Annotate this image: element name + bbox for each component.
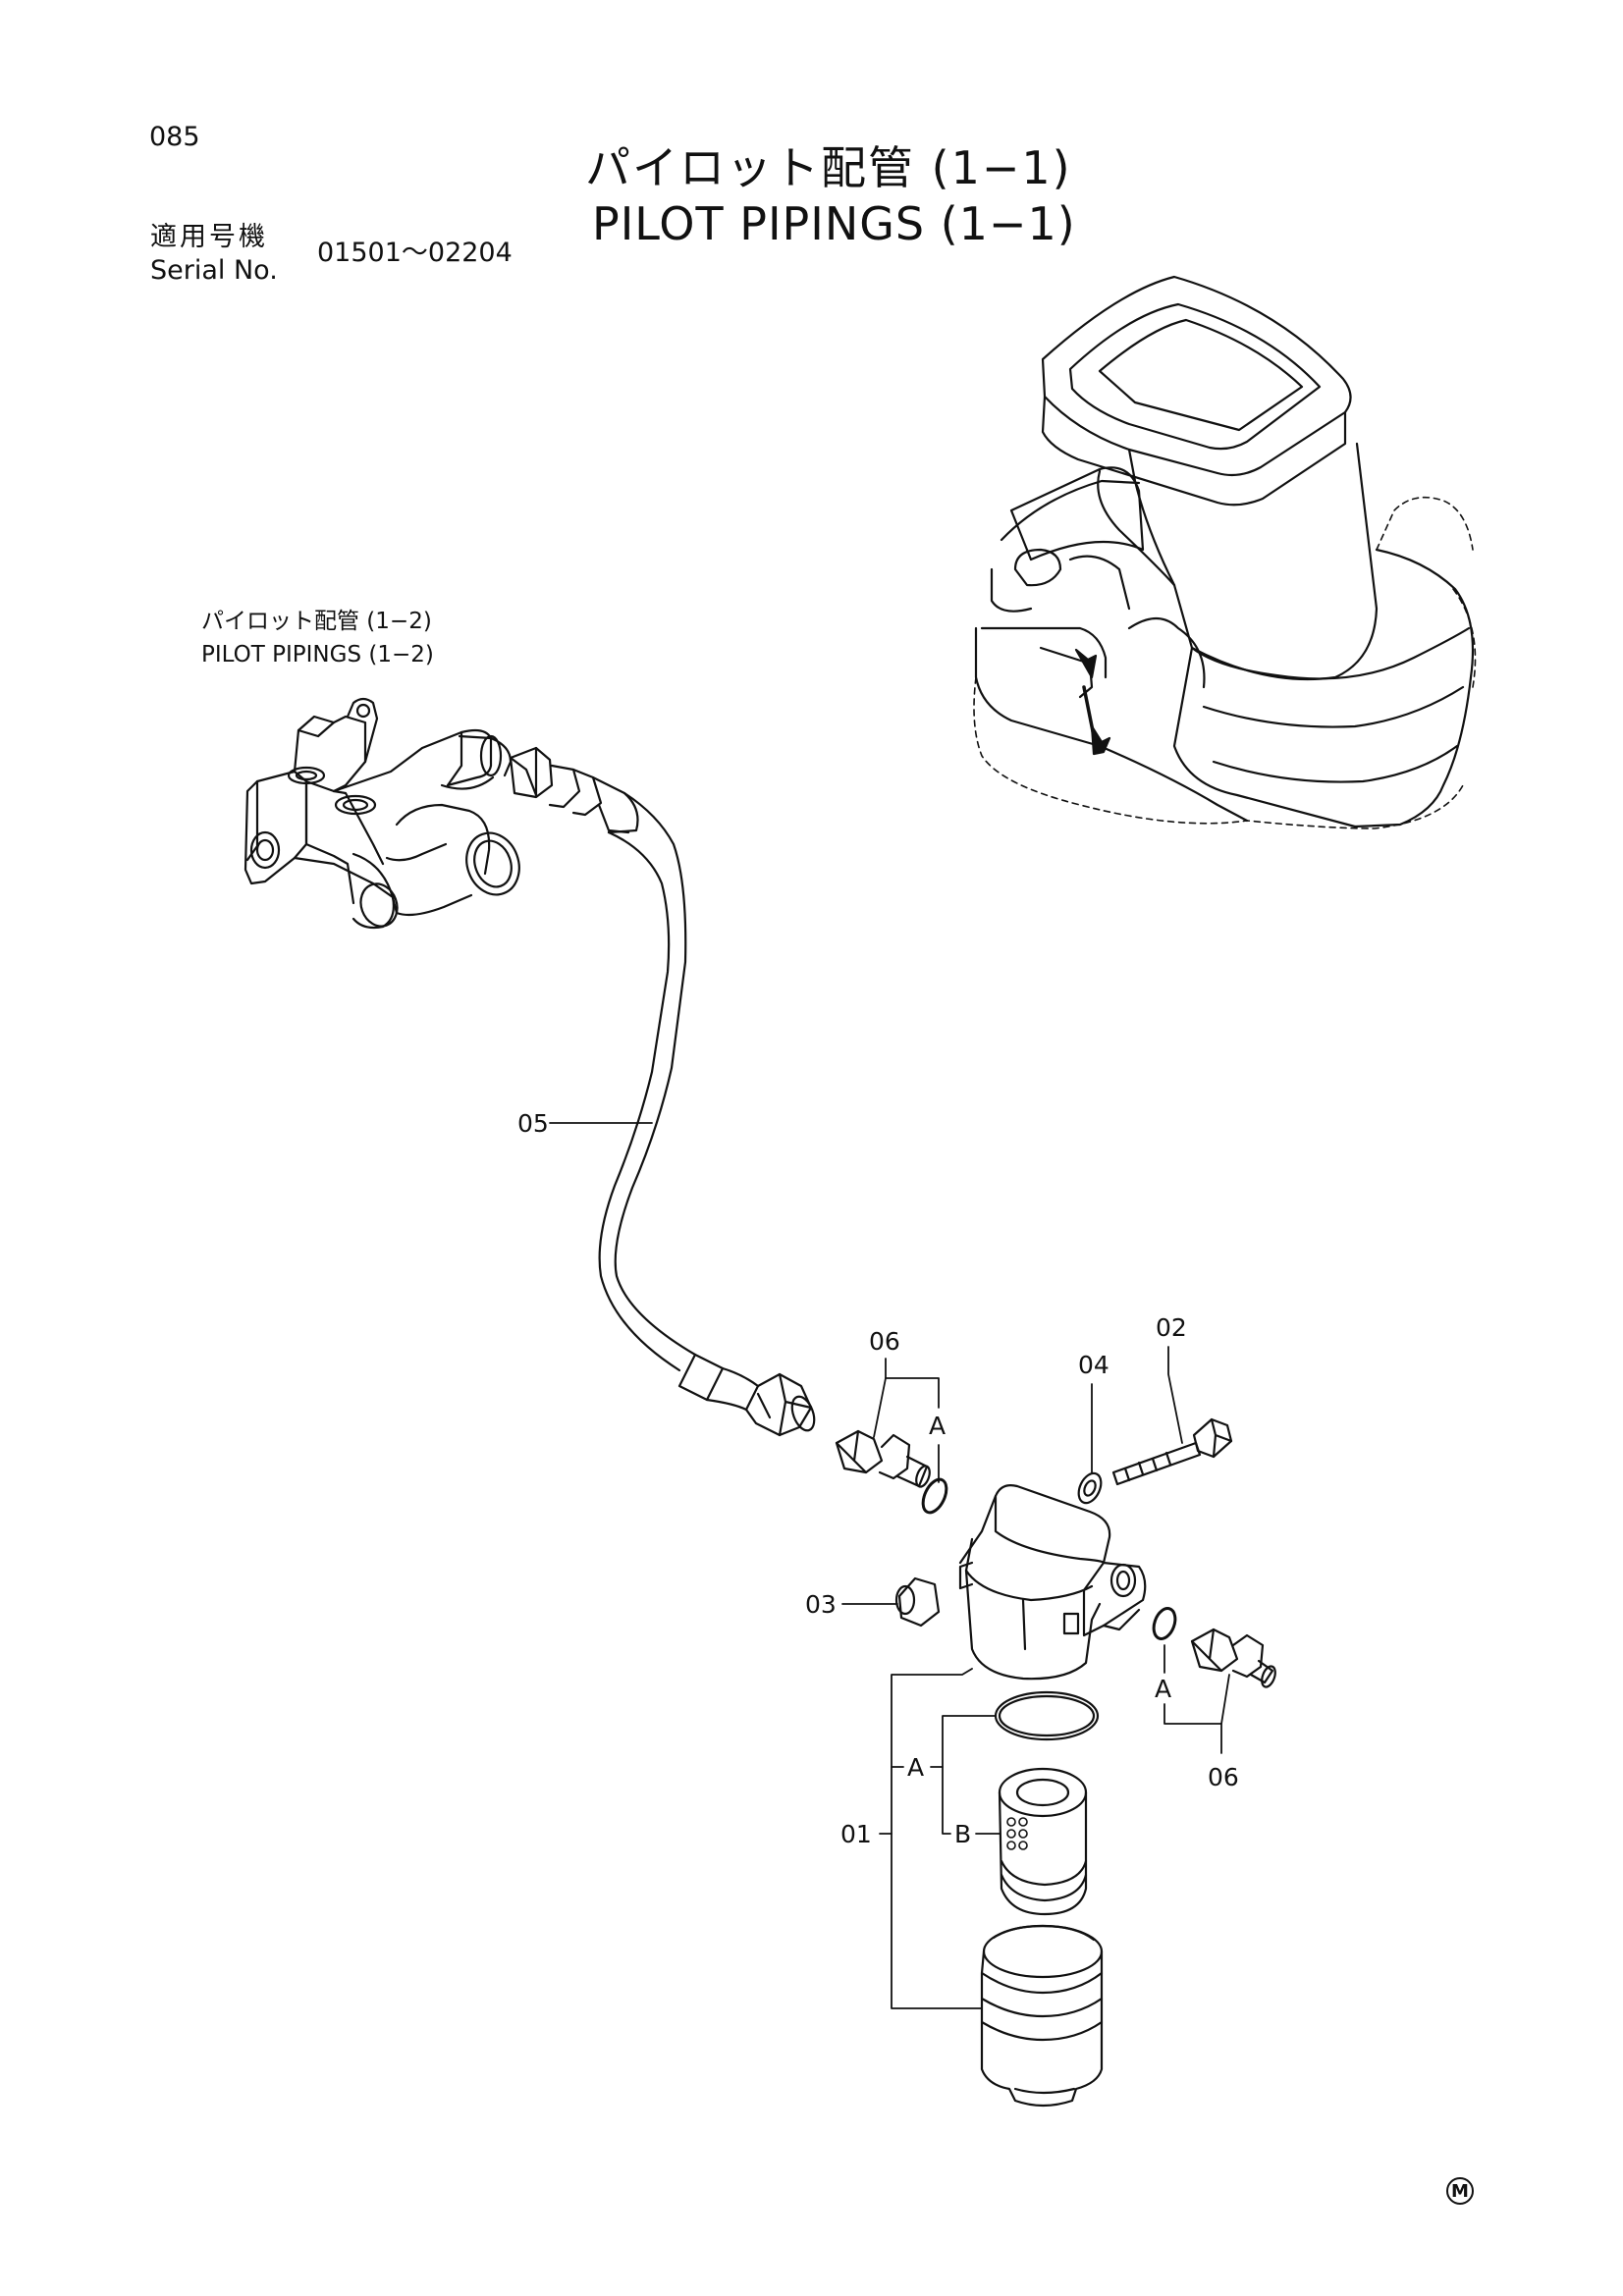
callout-b-filter: B [954, 1820, 972, 1848]
leader-lines [549, 1122, 1230, 2009]
o-ring-right [1152, 1607, 1177, 1640]
callout-a-right: A [1155, 1675, 1172, 1703]
bolt-02 [1111, 1417, 1233, 1486]
cab-seat-illustration [974, 275, 1475, 828]
filter-bowl [980, 1924, 1104, 2108]
o-ring-left [921, 1477, 948, 1515]
hose-05 [598, 791, 697, 1372]
cab-outline-dashed [973, 496, 1477, 829]
hose-bottom-fitting [677, 1353, 816, 1437]
adapter-06-lower [1190, 1628, 1276, 1688]
page-title-english: PILOT PIPINGS (1−1) [592, 197, 1076, 250]
corner-mark-icon: M [1446, 2177, 1474, 2205]
page-number: 085 [149, 122, 200, 152]
callout-02: 02 [1156, 1313, 1187, 1342]
callout-01: 01 [840, 1820, 872, 1848]
filter-element [998, 1767, 1088, 1916]
o-ring-large [994, 1690, 1100, 1741]
reference-label-japanese: パイロット配管 (1−2) [201, 609, 432, 634]
callout-06-top: 06 [869, 1327, 900, 1356]
callout-a-top: A [929, 1412, 947, 1440]
hose-top-fitting [509, 746, 639, 834]
pilot-valve-illustration [243, 697, 520, 930]
callout-04: 04 [1078, 1351, 1109, 1379]
serial-label-english: Serial No. [150, 255, 278, 286]
page-title-japanese: パイロット配管 (1−1) [585, 141, 1072, 194]
adapter-06-upper [835, 1429, 931, 1488]
washer-04 [1077, 1471, 1103, 1505]
callout-a-filter: A [907, 1753, 925, 1782]
callout-06-bottom: 06 [1208, 1763, 1239, 1791]
callout-05: 05 [517, 1109, 549, 1138]
reference-label-english: PILOT PIPINGS (1−2) [201, 642, 434, 667]
callout-03: 03 [805, 1590, 837, 1619]
plug-03 [894, 1576, 941, 1628]
serial-label-japanese: 適用号機 [150, 222, 268, 252]
filter-head [958, 1484, 1147, 1681]
serial-range: 01501～02204 [317, 238, 513, 268]
